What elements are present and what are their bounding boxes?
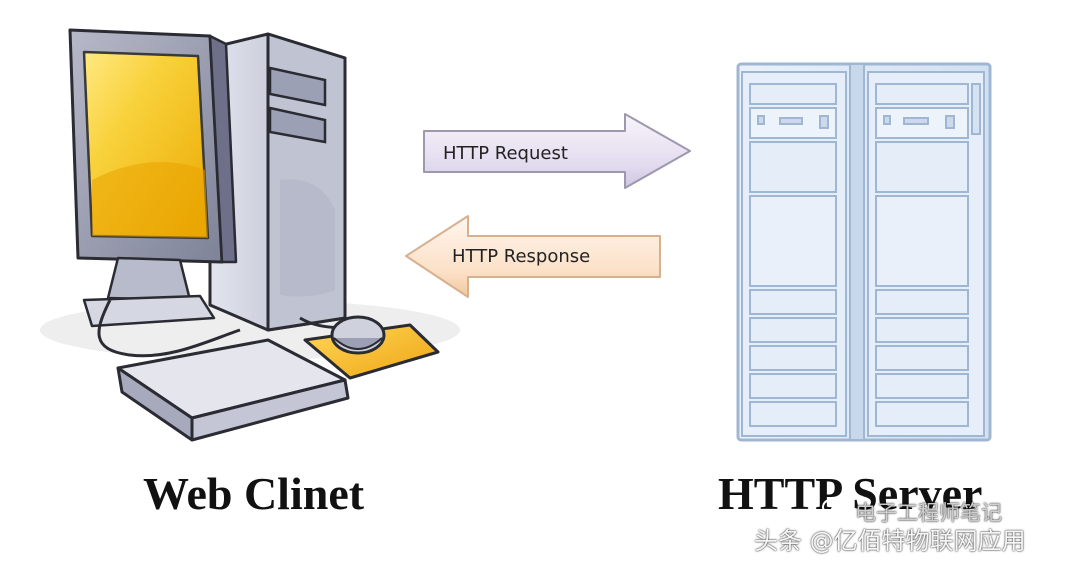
watermark-author: 头条 @亿佰特物联网应用 [754,527,1026,555]
server-rack-illustration [736,62,992,442]
server-cabinet-left [741,71,847,437]
keyboard [116,338,350,442]
pc-tower [208,32,347,332]
request-label: HTTP Request [443,143,568,164]
monitor-cable [97,299,241,358]
client-title: Web Clinet [143,468,365,519]
watermark-source: 电子工程师笔记 [855,501,1002,525]
pc-monitor [68,28,238,328]
client-computer-illustration [40,28,460,442]
response-label: HTTP Response [452,246,591,267]
response-arrow [405,215,661,298]
server-title: HTTP Server [718,468,983,519]
mouse [330,315,386,355]
server-cabinet-right [867,71,985,437]
request-arrow [423,113,691,189]
wechat-icon [822,498,848,518]
